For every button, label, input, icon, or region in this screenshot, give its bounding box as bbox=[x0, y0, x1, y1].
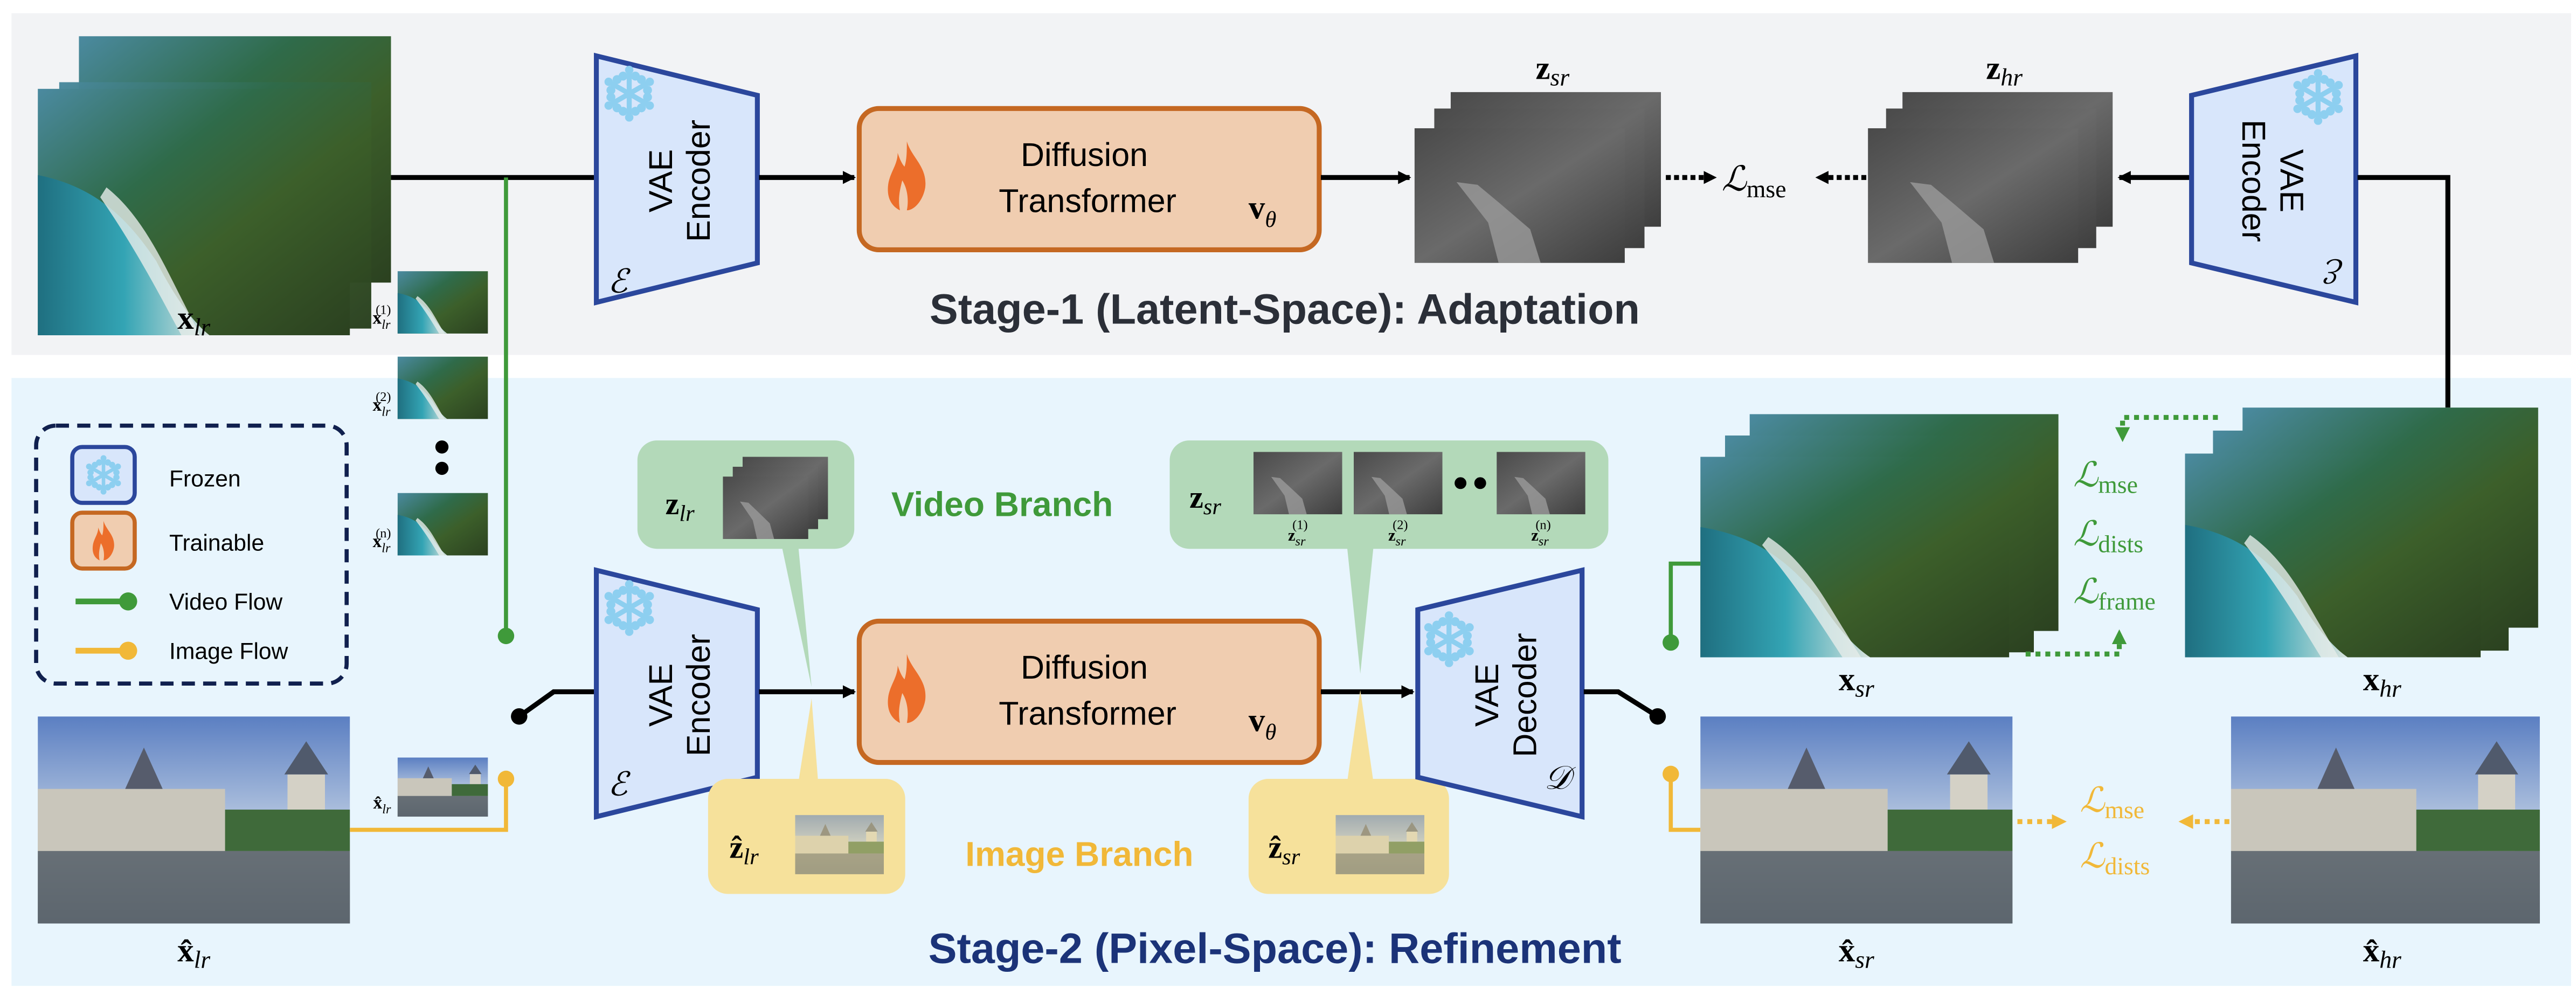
svg-text:xlr(2): xlr(2) bbox=[373, 390, 391, 419]
ellipsis-dot bbox=[435, 440, 449, 454]
x-hr-label: xhr bbox=[2363, 661, 2401, 702]
svg-text:VAEEncoder: VAEEncoder bbox=[642, 120, 717, 242]
x-lr-label: xlr bbox=[177, 300, 210, 341]
flow-xhr-to-encoder bbox=[2357, 175, 2450, 408]
image-flow-output-line bbox=[1668, 773, 1701, 832]
svg-text:Image Flow: Image Flow bbox=[169, 639, 288, 665]
svg-text:zsr(1): zsr(1) bbox=[1288, 518, 1308, 549]
latent-mse-loss: ℒmse bbox=[1722, 160, 1786, 203]
video-flow-output-node bbox=[1663, 634, 1679, 651]
input-switch[interactable] bbox=[517, 689, 595, 718]
svg-text:Frozen: Frozen bbox=[169, 466, 241, 492]
x-sr-hat-label: x̂sr bbox=[1839, 932, 1874, 973]
z-sr-label: zsr bbox=[1535, 50, 1569, 91]
x-lr-hat-thumb bbox=[397, 757, 488, 817]
svg-text:vθ: vθ bbox=[1249, 703, 1276, 745]
image-branch-z-lr-bubble: ẑlr bbox=[708, 698, 905, 894]
svg-text:Diffusion: Diffusion bbox=[1021, 136, 1148, 173]
output-switch[interactable] bbox=[1583, 689, 1659, 719]
stage1-diffusion-transformer[interactable]: Diffusion Transformer vθ bbox=[856, 106, 1322, 253]
x-hr-video-stack bbox=[2185, 407, 2538, 658]
z-hr-latent-stack bbox=[1868, 92, 2113, 263]
stage2-title: Stage-2 (Pixel-Space): Refinement bbox=[929, 924, 1622, 972]
video-flow-node bbox=[497, 627, 515, 645]
video-branch-z-sr-bubble: zsr zsr(1) zsr(2) zsr(n) bbox=[1169, 440, 1609, 674]
stage2-diffusion-transformer[interactable]: Diffusion Transformer vθ bbox=[856, 618, 1322, 765]
encoder-symbol: ℰ bbox=[608, 264, 631, 300]
encoder-symbol: ℰ bbox=[608, 767, 631, 803]
video-loss-dists: ℒdists bbox=[2073, 515, 2143, 557]
output-switch-node bbox=[1649, 708, 1666, 725]
svg-text:zlr: zlr bbox=[666, 486, 695, 526]
svg-text:zsr: zsr bbox=[1189, 480, 1221, 520]
frame-thumb-n: xlr(n) bbox=[373, 493, 488, 556]
encoder-symbol: ℰ bbox=[2323, 252, 2346, 288]
svg-text:ẑlr: ẑlr bbox=[730, 830, 759, 869]
image-flow-line bbox=[350, 779, 508, 832]
svg-text:Trainable: Trainable bbox=[169, 530, 264, 556]
svg-text:ẑsr: ẑsr bbox=[1268, 830, 1300, 869]
video-loss-frame: ℒframe bbox=[2073, 572, 2156, 615]
x-lr-video-stack bbox=[38, 36, 391, 335]
svg-text:zsr(2): zsr(2) bbox=[1388, 518, 1408, 549]
svg-text:Transformer: Transformer bbox=[999, 182, 1176, 219]
input-switch-node bbox=[511, 708, 528, 725]
x-hr-hat-image bbox=[2231, 716, 2540, 924]
z-sr-latent-stack bbox=[1414, 92, 1661, 263]
x-lr-hat-thumb-label: x̂lr bbox=[373, 793, 392, 817]
video-loss-mse: ℒmse bbox=[2073, 455, 2138, 498]
legend-item-video-flow: Video Flow bbox=[75, 589, 282, 615]
svg-text:VAEEncoder: VAEEncoder bbox=[642, 634, 717, 756]
image-flow-node bbox=[497, 770, 515, 787]
svg-text:Diffusion: Diffusion bbox=[1021, 649, 1148, 686]
frame-thumb-2: xlr(2) bbox=[373, 356, 488, 419]
stage1-vae-encoder-hr[interactable]: VAEEncoder ℰ bbox=[2189, 52, 2359, 306]
legend-item-image-flow: Image Flow bbox=[75, 639, 288, 665]
video-loss-arrow-top bbox=[2115, 414, 2218, 443]
legend: Frozen Trainable Video Flow Image Flow bbox=[34, 423, 349, 686]
x-lr-hat-image bbox=[38, 716, 350, 924]
x-hr-hat-label: x̂hr bbox=[2363, 932, 2401, 973]
video-flow-output-line bbox=[1668, 561, 1701, 643]
image-branch-label: Image Branch bbox=[965, 835, 1193, 874]
svg-text:xlr(1): xlr(1) bbox=[373, 302, 391, 331]
ellipsis-dot bbox=[435, 461, 449, 475]
image-loss-mse: ℒmse bbox=[2080, 781, 2144, 824]
stage1-title: Stage-1 (Latent-Space): Adaptation bbox=[930, 285, 1640, 333]
x-sr-video-stack bbox=[1700, 414, 2059, 658]
legend-item-frozen: Frozen bbox=[70, 445, 241, 505]
image-loss-dists: ℒdists bbox=[2080, 837, 2150, 880]
svg-text:Transformer: Transformer bbox=[999, 695, 1176, 731]
video-branch-label: Video Branch bbox=[891, 485, 1113, 523]
svg-text:Video Flow: Video Flow bbox=[169, 589, 282, 615]
svg-text:vθ: vθ bbox=[1249, 190, 1276, 232]
x-sr-label: xsr bbox=[1839, 661, 1874, 702]
image-branch-z-sr-bubble: ẑsr bbox=[1248, 690, 1449, 894]
video-branch-z-lr-bubble: zlr bbox=[637, 440, 855, 687]
frame-thumb-1: xlr(1) bbox=[373, 271, 488, 334]
image-flow-output-node bbox=[1663, 765, 1679, 783]
x-sr-hat-image bbox=[1700, 716, 2013, 924]
video-loss-arrow-bottom bbox=[2025, 629, 2127, 657]
z-hr-label: zhr bbox=[1986, 50, 2023, 91]
x-lr-hat-label: x̂lr bbox=[177, 932, 210, 973]
legend-item-trainable: Trainable bbox=[70, 510, 264, 571]
svg-text:zsr(n): zsr(n) bbox=[1531, 518, 1551, 549]
svg-text:xlr(n): xlr(n) bbox=[373, 526, 391, 555]
svg-text:VAEEncoder: VAEEncoder bbox=[2235, 120, 2310, 242]
